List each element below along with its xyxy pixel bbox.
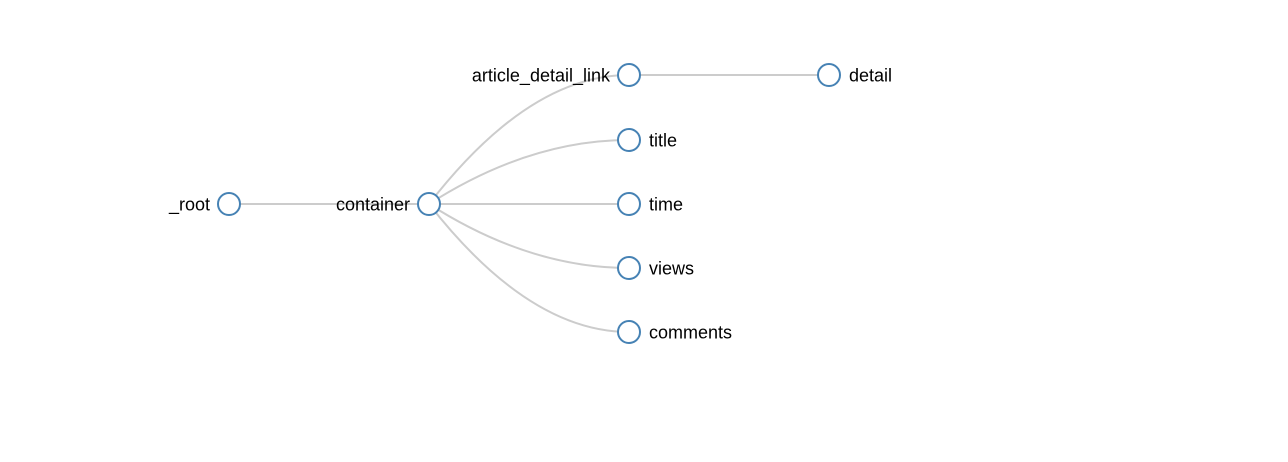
node-label-time: time — [649, 194, 683, 214]
tree-node-comments[interactable]: comments — [617, 320, 732, 344]
tree-node-views[interactable]: views — [617, 256, 694, 280]
node-label-_root: _root — [168, 194, 210, 215]
node-circle-container[interactable] — [417, 192, 441, 216]
node-label-article_detail_link: article_detail_link — [472, 65, 611, 86]
tree-node-container[interactable]: container — [336, 192, 441, 216]
node-label-title: title — [649, 130, 677, 150]
tree-link-container-to-views — [428, 203, 630, 269]
node-label-views: views — [649, 258, 694, 278]
tree-node-title[interactable]: title — [617, 128, 677, 152]
tree-link-container-to-comments — [428, 203, 630, 333]
tree-link-container-to-article_detail_link — [428, 74, 630, 205]
node-circle-_root[interactable] — [217, 192, 241, 216]
node-circle-title[interactable] — [617, 128, 641, 152]
tree-node-_root[interactable]: _root — [168, 192, 241, 216]
node-circle-article_detail_link[interactable] — [617, 63, 641, 87]
tree-node-detail[interactable]: detail — [817, 63, 892, 87]
node-circle-views[interactable] — [617, 256, 641, 280]
tree-link-container-to-title — [428, 139, 630, 205]
node-circle-comments[interactable] — [617, 320, 641, 344]
node-label-detail: detail — [849, 65, 892, 85]
tree-node-article_detail_link[interactable]: article_detail_link — [472, 63, 641, 87]
tree-node-time[interactable]: time — [617, 192, 683, 216]
node-label-comments: comments — [649, 322, 732, 342]
node-circle-time[interactable] — [617, 192, 641, 216]
node-circle-detail[interactable] — [817, 63, 841, 87]
node-label-container: container — [336, 194, 410, 214]
